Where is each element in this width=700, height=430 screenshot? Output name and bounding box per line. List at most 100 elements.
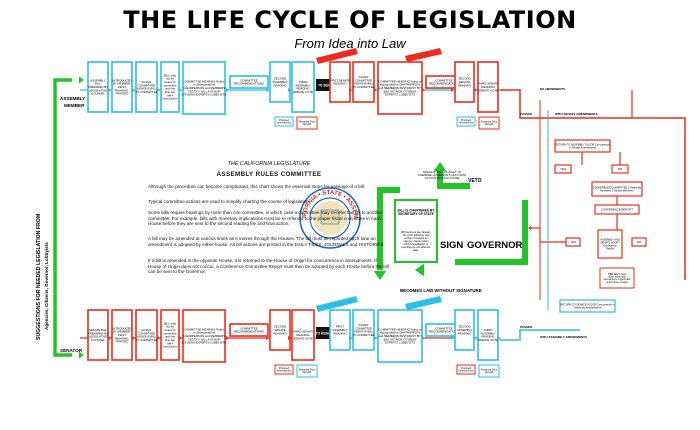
senate-origin-step-6-frame xyxy=(229,323,269,337)
arrow-head xyxy=(108,335,111,341)
senate-origin-step-5-frame xyxy=(182,309,226,363)
box-text: YES xyxy=(560,167,566,171)
typical-actions-paragraph: Typical committee actions are used to si… xyxy=(148,199,310,204)
arrow-head xyxy=(179,87,182,93)
no-box-1: NO xyxy=(611,164,629,174)
amendments-paragraph: A bill may be amended at various times a… xyxy=(148,236,385,247)
arrow-head xyxy=(226,335,229,341)
senate-origin-proposed-amend-1-frame xyxy=(274,364,294,375)
assembly-origin-step-3-frame xyxy=(135,61,158,113)
passed-connector xyxy=(500,89,686,280)
committees-paragraph: Some bills require hearings by more than… xyxy=(148,210,383,227)
yes-box-2: YES xyxy=(565,237,581,247)
chaptered-box-frame xyxy=(394,199,438,263)
fails-note-box-frame xyxy=(599,267,635,289)
arrow-head xyxy=(451,87,454,93)
yes-box-1: YES xyxy=(554,164,572,174)
senate-origin-step-2-frame xyxy=(111,309,133,361)
box-text: CONFERENCE REPORT xyxy=(601,207,633,211)
governor-frame-left xyxy=(377,187,400,270)
senate-origin-step-14-frame xyxy=(454,309,475,351)
senate-origin-proposed-amend-2-frame xyxy=(456,364,476,375)
conference-report-box: CONFERENCE REPORT xyxy=(594,204,640,215)
assembly-origin-step-4-frame xyxy=(160,61,180,113)
senate-origin-transfer-ribbon xyxy=(316,296,358,312)
arrow-head xyxy=(157,335,160,341)
page-subtitle: From Idea into Law xyxy=(294,36,406,51)
arrow-head xyxy=(349,87,352,93)
passed-label-bottom: PASSED xyxy=(520,325,533,329)
sign-label: SIGN xyxy=(440,240,463,251)
governor-label: GOVERNOR xyxy=(467,240,523,251)
arrow-head xyxy=(226,87,229,93)
arrow-head xyxy=(349,335,352,341)
assembly-origin-step-8-frame xyxy=(291,61,315,113)
assembly-origin-step-2-frame xyxy=(111,61,133,113)
arrow-head xyxy=(422,335,425,341)
page-title: THE LIFE CYCLE OF LEGISLATION xyxy=(123,6,577,34)
senator-label: SENATOR xyxy=(60,348,83,353)
assembly-origin-reprinted-2-frame xyxy=(478,116,500,130)
veto-frame-top xyxy=(437,168,470,189)
no-box-2: NO xyxy=(631,237,647,247)
arrow-head xyxy=(132,335,135,341)
arrow-head xyxy=(108,87,111,93)
box-text: NO xyxy=(618,167,623,171)
assembly-origin-step-12-frame xyxy=(377,61,423,115)
senate-origin-step-15-frame xyxy=(477,309,499,361)
assembly-origin-reprinted-1-frame xyxy=(296,116,318,130)
arrow-head xyxy=(474,335,477,341)
arrow-head xyxy=(179,335,182,341)
concurrence-paragraph: If a bill is amended in the opposite Hou… xyxy=(148,258,389,275)
senate-origin-step-4-frame xyxy=(160,309,180,361)
with-amendments-label-top: WITH SENATE AMENDMENTS xyxy=(555,112,598,116)
arrow-head xyxy=(288,335,291,341)
